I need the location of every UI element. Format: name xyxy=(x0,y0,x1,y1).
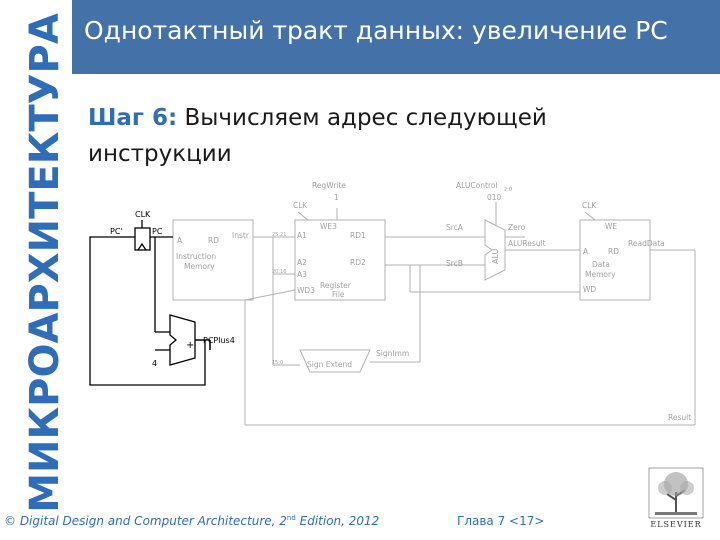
footer-citation: © Digital Design and Computer Architectu… xyxy=(4,514,379,528)
rf-name1: Register xyxy=(320,281,352,290)
step-label: Шаг 6: xyxy=(88,105,178,131)
register-file xyxy=(294,219,386,301)
imem-rd-label: RD xyxy=(208,236,219,245)
rf-a2-label: A2 xyxy=(297,258,307,267)
active-path xyxy=(89,220,211,386)
footer-book-suffix: Edition, 2012 xyxy=(295,514,380,528)
instruction-memory xyxy=(172,219,254,301)
readdata-label: ReadData xyxy=(628,239,665,248)
inactive-wires xyxy=(172,202,696,426)
elsevier-tree-icon xyxy=(648,467,704,519)
bits-20-16-label: 20:16 xyxy=(272,269,286,275)
rf-a3-label: A3 xyxy=(297,270,307,279)
pc-label: PC xyxy=(152,227,163,236)
alucontrol-value: 010 xyxy=(487,193,502,202)
clk-triangle-icon xyxy=(137,242,147,251)
imem-a-label: A xyxy=(177,236,183,245)
bits-25-21-label: 25:21 xyxy=(272,232,286,238)
sign-extend xyxy=(299,349,371,373)
result-label: Result xyxy=(668,413,691,422)
slide-title: Однотактный тракт данных: увеличение PC xyxy=(84,16,668,45)
srcb-label: SrcB xyxy=(446,259,463,268)
rf-clk-label: CLK xyxy=(293,201,308,210)
four-label: 4 xyxy=(152,359,157,368)
rf-rd1-label: RD1 xyxy=(350,231,366,240)
rf-we3-label: WE3 xyxy=(320,222,337,231)
bits-15-0-label: 15:0 xyxy=(272,360,283,366)
dm-we-label: WE xyxy=(605,222,617,231)
adder-plus-label: + xyxy=(186,340,194,351)
elsevier-logo: ELSEVIER xyxy=(645,466,707,530)
pc-prime-label: PC' xyxy=(110,227,123,236)
rf-rd2-label: RD2 xyxy=(350,258,366,267)
dm-rd-label: RD xyxy=(608,247,619,256)
footer-book-prefix: © Digital Design and Computer Architectu… xyxy=(4,514,287,528)
regwrite-value: 1 xyxy=(334,193,339,202)
datapath-diagram: CLK PC' PC PCPlus4 4 + A RD Instruction … xyxy=(89,181,696,426)
vertical-title: МИКРОАРХИТЕКТУРА xyxy=(22,13,68,513)
inactive-labels: A RD Instruction Memory Instr 25:21 20:1… xyxy=(176,181,691,422)
regwrite-label: RegWrite xyxy=(312,181,346,190)
srca-label: SrcA xyxy=(446,223,464,232)
zero-label: Zero xyxy=(508,223,526,232)
clk-label: CLK xyxy=(135,210,151,219)
pc-register xyxy=(134,227,151,251)
dm-a-label: A xyxy=(583,247,589,256)
signext-label: Sign Extend xyxy=(307,360,352,369)
data-memory xyxy=(579,219,651,301)
dm-wd-label: WD xyxy=(583,285,596,294)
dm-name2: Memory xyxy=(585,270,616,279)
imem-name2: Memory xyxy=(184,262,215,271)
pc-adder xyxy=(169,314,196,366)
rf-name2: File xyxy=(332,290,345,299)
dm-clk-label: CLK xyxy=(582,201,597,210)
imem-name1: Instruction xyxy=(176,252,216,261)
step-text: Вычисляем адрес следующей инструкции xyxy=(88,105,547,167)
footer-book-sup: nd xyxy=(286,514,296,522)
alucontrol-subscript: 2:0 xyxy=(504,187,512,193)
active-labels: CLK PC' PC PCPlus4 4 + xyxy=(110,210,235,368)
title-bar: Однотактный тракт данных: увеличение PC xyxy=(72,0,720,74)
chapter-page: Глава 7 <17> xyxy=(457,514,545,528)
pcplus4-label: PCPlus4 xyxy=(203,336,235,345)
instr-label: Instr xyxy=(232,231,250,240)
dm-name1: Data xyxy=(592,260,610,269)
sidebar: МИКРОАРХИТЕКТУРА xyxy=(0,0,68,520)
rf-wd3-label: WD3 xyxy=(297,286,315,295)
step-description: Шаг 6: Вычисляем адрес следующей инструк… xyxy=(88,100,648,172)
alu-label: ALU xyxy=(491,248,500,264)
alucontrol-label: ALUControl xyxy=(456,181,498,190)
signimm-label: SignImm xyxy=(376,349,409,358)
elsevier-logo-text: ELSEVIER xyxy=(650,520,702,529)
rf-a1-label: A1 xyxy=(297,231,307,240)
aluresult-label: ALUResult xyxy=(508,239,546,248)
